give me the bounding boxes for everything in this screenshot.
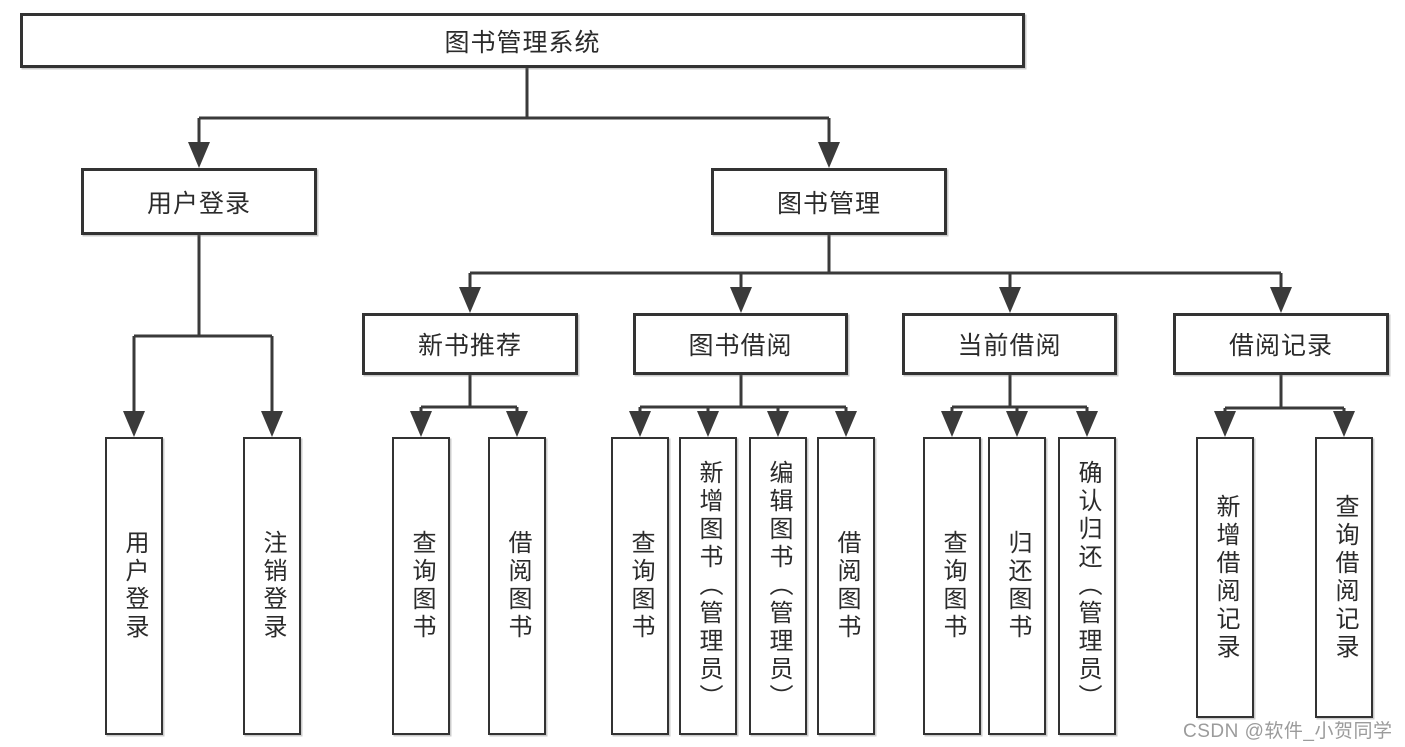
node-borrowing-records: 借阅记录	[1173, 313, 1389, 375]
node-leaf-query-borrow-record: 查询借阅记录	[1315, 437, 1373, 718]
node-leaf-logout: 注销登录	[243, 437, 301, 735]
node-leaf-return-books: 归还图书	[988, 437, 1046, 735]
node-leaf-query-books-borrowing: 查询图书	[611, 437, 669, 735]
node-leaf-borrow-books: 借阅图书	[817, 437, 875, 735]
node-leaf-query-books-current: 查询图书	[923, 437, 981, 735]
node-new-book-recommendation: 新书推荐	[362, 313, 578, 375]
node-current-borrowing: 当前借阅	[902, 313, 1117, 375]
node-leaf-query-books-recommend: 查询图书	[392, 437, 450, 735]
node-user-login: 用户登录	[81, 168, 317, 235]
node-leaf-add-borrow-record: 新增借阅记录	[1196, 437, 1254, 718]
node-book-borrowing: 图书借阅	[633, 313, 848, 375]
node-leaf-borrow-books-recommend: 借阅图书	[488, 437, 546, 735]
node-leaf-user-login: 用户登录	[105, 437, 163, 735]
node-book-management: 图书管理	[711, 168, 947, 235]
node-leaf-edit-books-admin: 编辑图书（管理员）	[749, 437, 807, 735]
node-leaf-add-books-admin: 新增图书（管理员）	[679, 437, 737, 735]
node-leaf-confirm-return-admin: 确认归还（管理员）	[1058, 437, 1116, 735]
node-library-management-system: 图书管理系统	[20, 13, 1025, 68]
csdn-watermark: CSDN @软件_小贺同学	[1183, 721, 1393, 742]
